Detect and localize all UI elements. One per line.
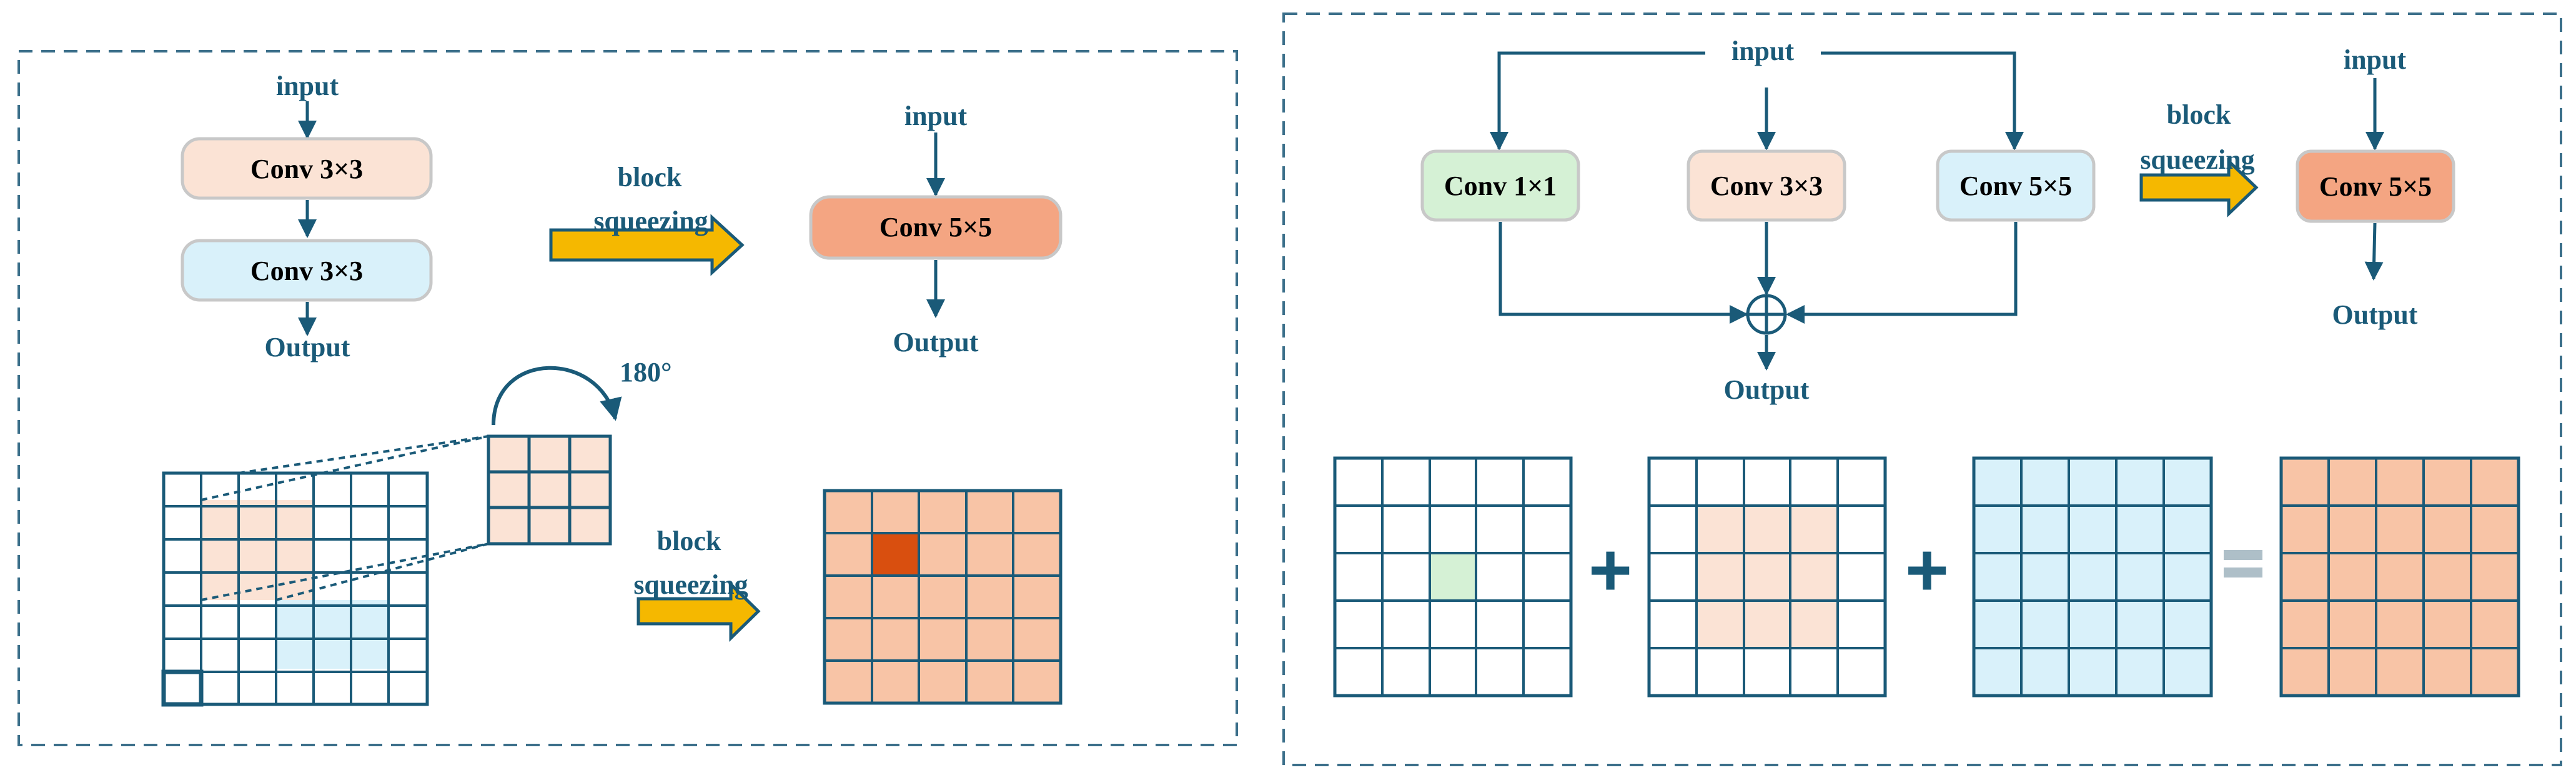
equals-sign [2224,550,2262,578]
left-kernel-grid [487,434,612,546]
rotation-degree-label: 180° [620,357,672,388]
left-panel-frame [17,50,1238,746]
left-big-grid [161,471,429,707]
left-seq-box2-label: Conv 3×3 [250,256,363,286]
right-merge-left [1499,222,1748,324]
right-result-output-label: Output [2332,299,2418,330]
right-branch3-box [1936,149,2096,222]
plus-sign-1: + [1588,528,1632,612]
right-grid-1x1 [1333,456,1573,698]
right-grid-5x5 [1972,456,2213,698]
right-branch3-label: Conv 5×5 [1959,171,2072,201]
left-squeeze-arrow-2 [637,581,761,642]
right-input-left-branch [1490,51,1705,151]
add-icon [1746,294,1787,335]
left-grid-squeeze-label-2: squeezing [633,569,748,600]
left-squeeze-label-2: squeezing [593,206,708,236]
left-result-output-label: Output [893,327,979,358]
left-seq-input-label: input [276,71,339,101]
right-input-right-branch [1821,51,2024,151]
right-squeeze-label-1: block [2167,99,2231,130]
right-panel-frame [1282,12,2562,766]
left-seq-output-label: Output [265,332,350,362]
right-grid-3x3 [1647,456,1887,698]
right-result-arrow-out [2364,222,2384,281]
left-squeeze-label-1: block [618,162,682,192]
left-seq-box1-label: Conv 3×3 [250,154,363,184]
right-branch2-box [1687,149,1846,222]
right-squeeze-label-2: squeezing [2140,144,2254,175]
right-output-label: Output [1724,374,1810,405]
left-result-box [809,195,1063,260]
right-branch2-label: Conv 3×3 [1710,171,1823,201]
projection-lines [201,435,489,601]
left-squeeze-arrow-1 [549,214,745,276]
left-seq-box2 [181,239,433,302]
right-result-box [2296,149,2455,223]
right-result-grid [2279,456,2520,698]
left-result-input-label: input [904,101,968,131]
plus-sign-2: + [1905,528,1949,612]
right-squeeze-arrow [2139,158,2259,218]
right-input-label: input [1731,36,1795,66]
right-branch1-label: Conv 1×1 [1444,171,1557,201]
right-branch1-box [1420,149,1580,222]
right-merge-right [1786,222,2018,324]
right-result-input-label: input [2344,44,2407,75]
left-result-box-label: Conv 5×5 [879,212,992,242]
left-grid-squeeze-label-1: block [657,526,721,556]
left-result-grid [823,489,1063,705]
left-seq-box1 [181,137,433,200]
rotation-arrow [492,366,622,426]
right-result-box-label: Conv 5×5 [2319,171,2432,202]
